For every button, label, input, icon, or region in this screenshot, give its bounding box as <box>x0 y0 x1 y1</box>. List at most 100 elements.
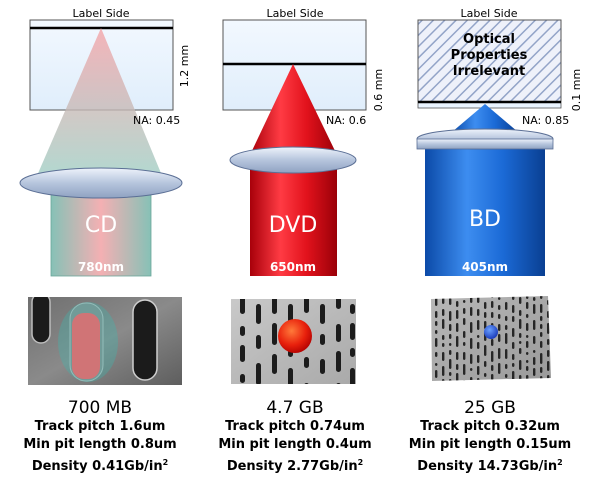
dvd-objective-lens <box>229 146 357 174</box>
bd-pit <box>435 352 438 357</box>
bd-pit <box>540 383 542 388</box>
bd-spot <box>484 325 498 339</box>
bd-pit <box>554 341 556 350</box>
bd-pit <box>505 333 508 344</box>
bd-pit <box>435 338 438 347</box>
bd-pit <box>526 314 529 318</box>
bd-pit <box>449 334 452 339</box>
dvd-pit <box>272 299 277 314</box>
bd-pit <box>505 316 508 321</box>
bd-pit <box>540 376 543 380</box>
bd-pit <box>526 360 529 363</box>
bd-pit <box>526 366 529 371</box>
bd-pit <box>442 366 445 376</box>
bd-optics-group: Label Side Optical Properties Irrelevant… <box>416 7 583 276</box>
bd-pit <box>533 304 536 314</box>
bd-pit <box>491 312 494 318</box>
bd-pit <box>442 296 445 304</box>
bd-note-line-1: Optical <box>463 32 515 47</box>
bd-pit <box>512 296 515 300</box>
dvd-thickness-label: 0.6 mm <box>372 69 385 111</box>
dvd-pit <box>272 323 277 345</box>
cd-label-side: Label Side <box>73 7 130 20</box>
bd-pit <box>484 321 487 329</box>
bd-pit <box>463 342 466 346</box>
bd-pit <box>505 296 508 297</box>
bd-pit <box>512 363 515 367</box>
bd-pit <box>498 305 501 310</box>
bd-name: BD <box>469 207 501 232</box>
dvd-pit <box>320 359 325 374</box>
bd-pit <box>470 338 473 349</box>
bd-pit <box>449 343 452 346</box>
bd-pit <box>449 311 452 321</box>
bd-pit <box>512 305 515 313</box>
bd-pit <box>456 373 459 381</box>
bd-pit <box>547 361 550 371</box>
bd-min-pit: Min pit length 0.15um <box>408 437 572 452</box>
bd-pit <box>477 335 480 338</box>
bd-pit <box>463 318 466 325</box>
bd-pit <box>519 375 522 381</box>
cd-capacity: 700 MB <box>67 398 133 418</box>
dvd-spot <box>278 319 312 353</box>
bd-pit <box>435 330 438 334</box>
cd-laser-housing <box>50 183 152 277</box>
dvd-pit <box>350 323 355 340</box>
bd-pit <box>449 359 452 369</box>
bd-pit <box>519 385 521 392</box>
bd-pit <box>428 351 430 355</box>
cd-specs: 700 MB Track pitch 1.6um Min pit length … <box>0 398 200 476</box>
bd-pit <box>519 333 522 338</box>
bd-pit <box>519 341 522 344</box>
dvd-capacity: 4.7 GB <box>266 398 324 418</box>
bd-pit <box>477 342 480 349</box>
bd-pit <box>554 381 556 388</box>
dvd-pit <box>240 345 245 362</box>
bd-na-label: NA: 0.85 <box>522 114 569 127</box>
bd-pit <box>498 324 501 331</box>
dvd-density: Density 2.77Gb/in <box>226 459 358 474</box>
cd-thickness-label: 1.2 mm <box>178 45 191 87</box>
bd-pit <box>540 367 543 373</box>
bd-pit <box>477 309 480 316</box>
bd-pit <box>505 302 508 310</box>
bd-pit <box>498 363 501 374</box>
bd-pit <box>442 309 445 316</box>
bd-pit <box>435 363 438 366</box>
bd-pit <box>484 361 487 367</box>
dvd-pit <box>320 334 325 345</box>
bd-pit <box>547 323 550 334</box>
bd-pit <box>470 377 473 381</box>
bd-pit <box>456 310 459 319</box>
dvd-pit <box>240 374 245 383</box>
dvd-density-row: Density 2.77Gb/in2 <box>195 454 395 476</box>
bd-pit <box>428 359 430 368</box>
bd-pit <box>491 301 494 308</box>
bd-housing-shoulder <box>425 146 545 160</box>
bd-pit <box>533 357 536 365</box>
bd-pit <box>547 350 550 357</box>
cd-pit-micrograph <box>28 297 182 385</box>
bd-pit <box>533 368 536 376</box>
bd-pit <box>435 311 438 318</box>
bd-pit <box>512 371 515 381</box>
bd-pit <box>540 332 543 337</box>
bd-pit <box>442 319 445 329</box>
dvd-pit <box>304 383 309 384</box>
bd-pit <box>463 331 466 338</box>
dvd-optics-group: Label Side 0.6 mm NA: 0.6 DVD 650nm <box>222 7 385 276</box>
dvd-pit <box>320 384 325 393</box>
cd-min-pit: Min pit length 0.8um <box>23 437 177 452</box>
bd-pit <box>470 297 473 303</box>
bd-pit <box>491 296 494 298</box>
dvd-pit <box>256 335 261 349</box>
bd-pit <box>505 364 508 369</box>
bd-density-row: Density 14.73Gb/in2 <box>390 454 590 476</box>
dvd-laser-housing <box>250 160 337 276</box>
dvd-pit <box>240 299 245 314</box>
bd-pit <box>554 373 556 378</box>
dvd-label-side: Label Side <box>267 7 324 20</box>
dvd-pit <box>240 326 245 336</box>
bd-pit <box>533 297 536 301</box>
